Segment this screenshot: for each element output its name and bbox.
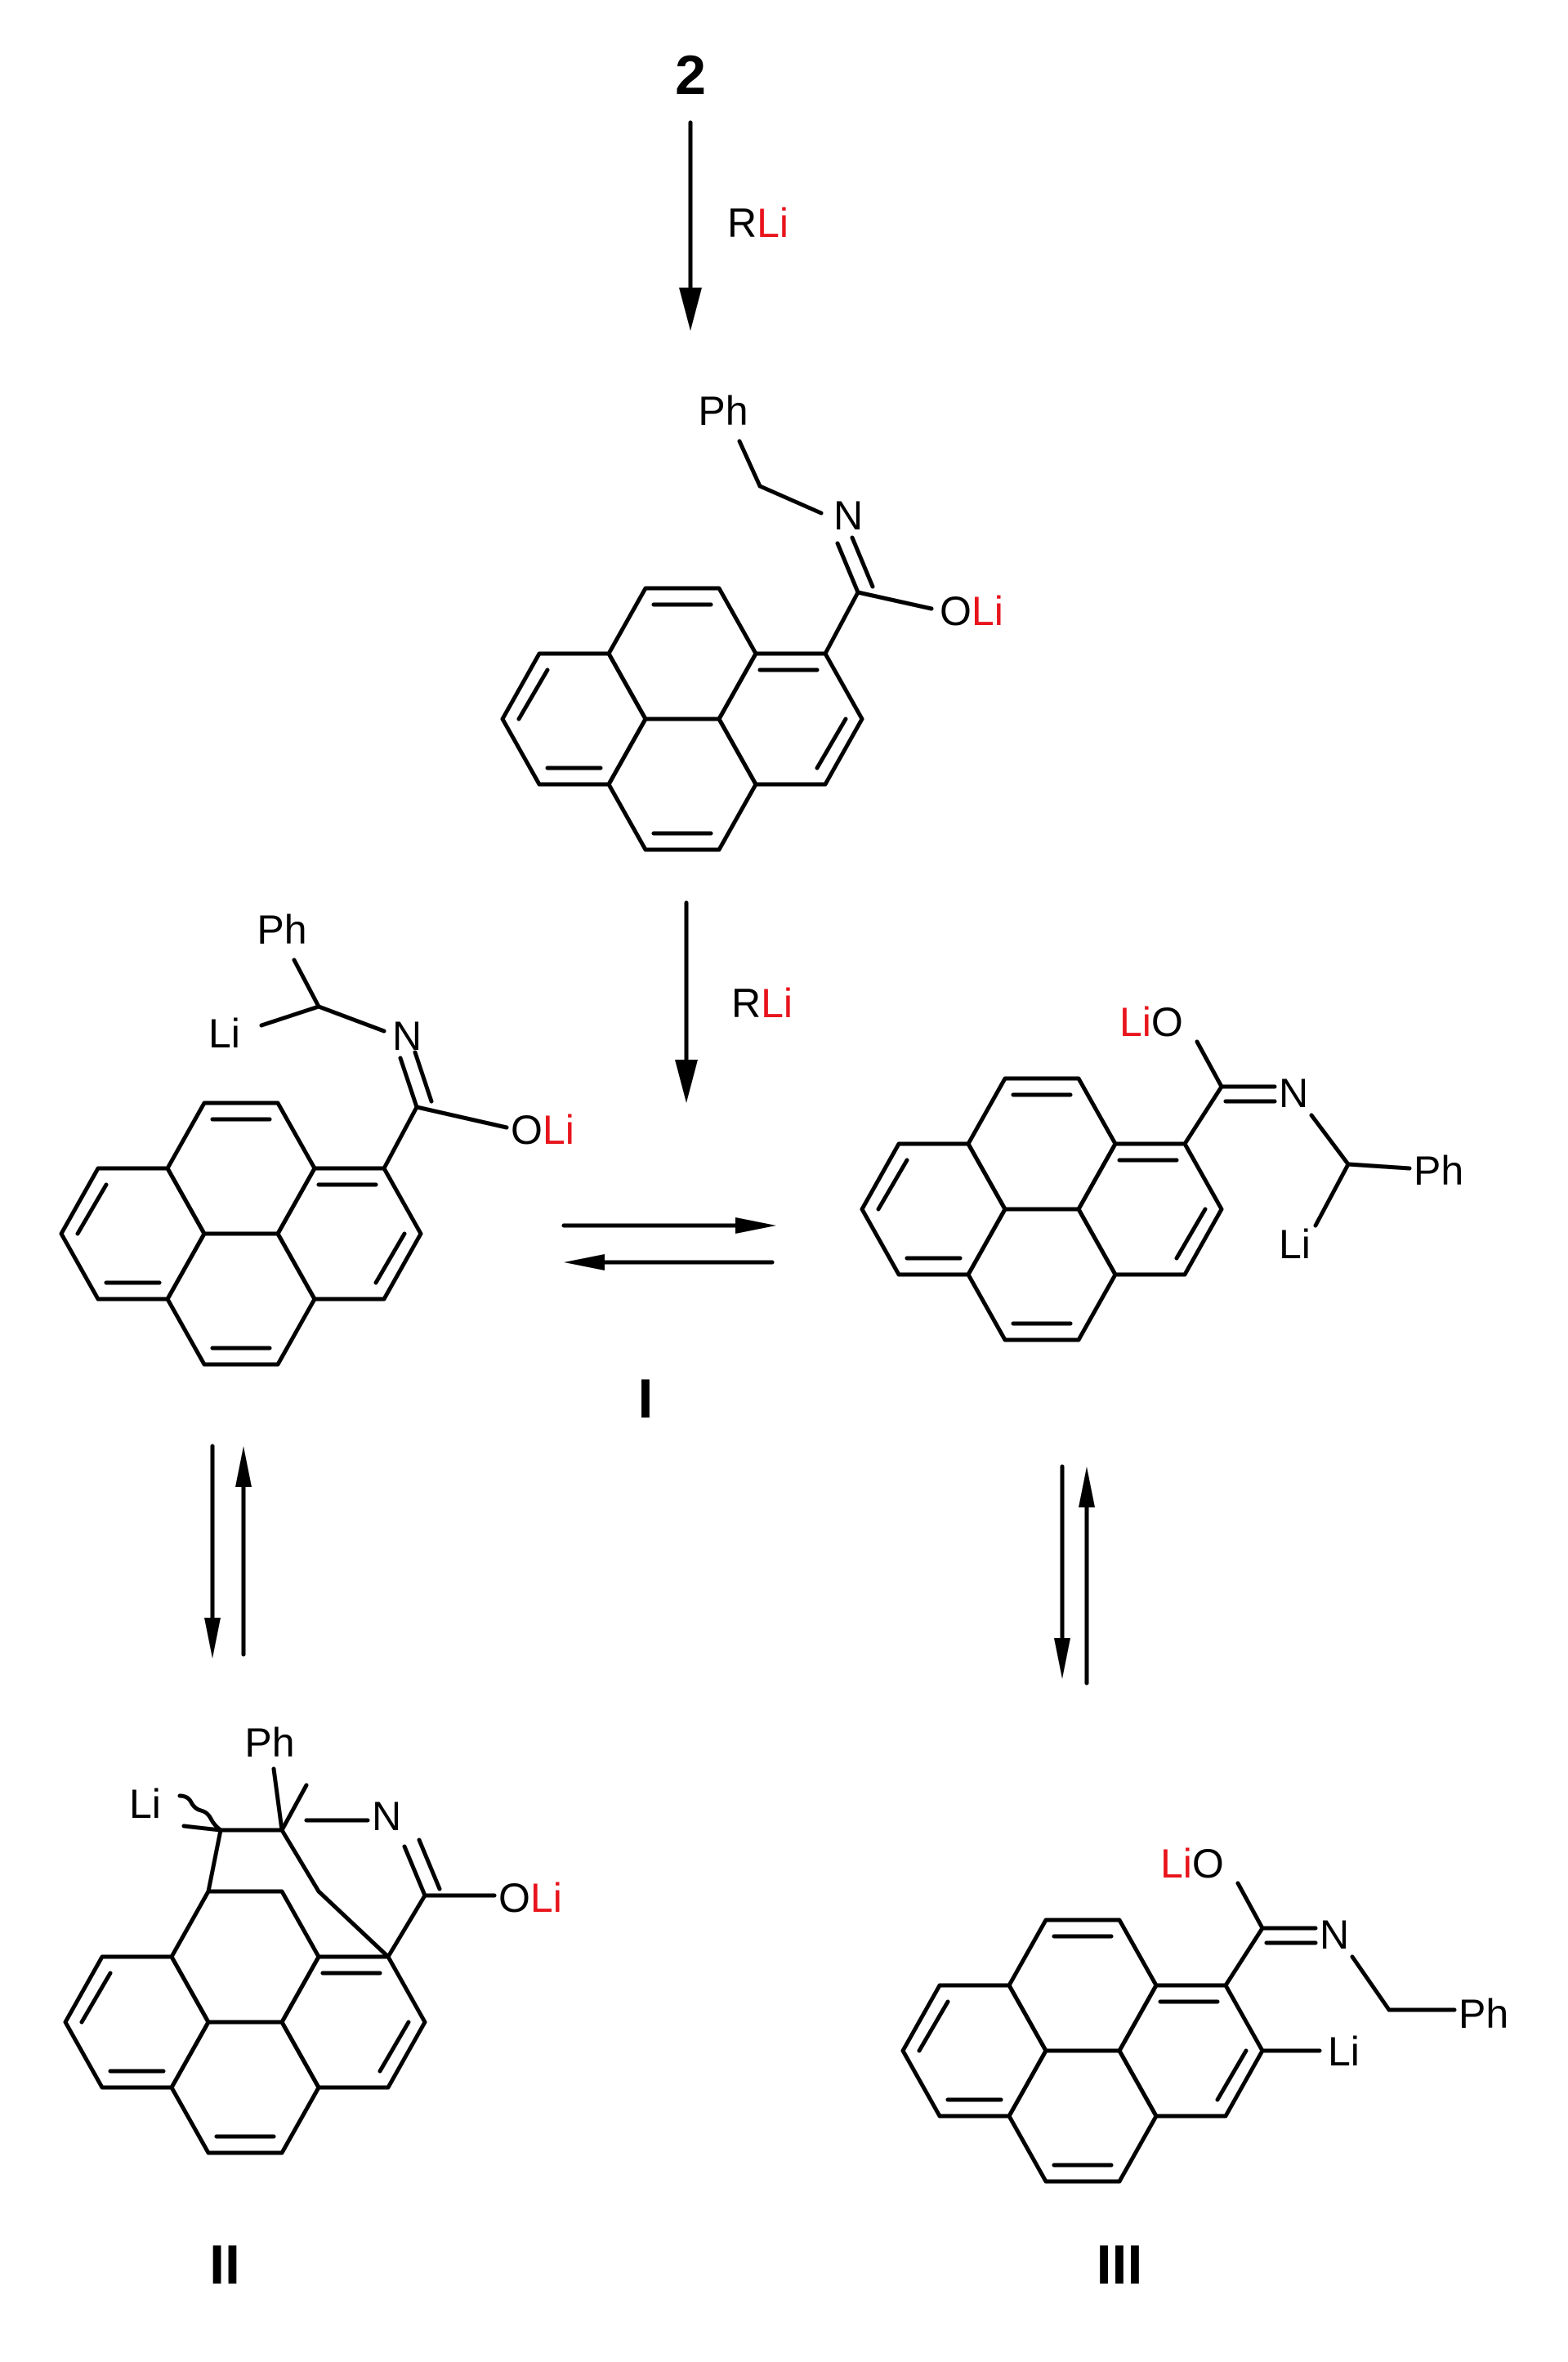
equilibrium-left-vertical <box>204 1444 252 1659</box>
ii-carbon-lithium: Li <box>129 1781 161 1827</box>
top-olithium: OLi <box>940 588 1003 634</box>
pyrene-core-right <box>860 1039 1412 1342</box>
pyrene-core-top <box>500 439 934 852</box>
right-phenyl: Ph <box>1414 1148 1463 1194</box>
arrow-down-1 <box>679 120 702 331</box>
label-i: I <box>638 1368 654 1430</box>
top-phenyl: Ph <box>698 388 748 434</box>
equilibrium-right-vertical <box>1054 1464 1095 1686</box>
ii-phenyl: Ph <box>244 1720 294 1766</box>
equilibrium-horizontal <box>561 1217 776 1270</box>
left-phenyl: Ph <box>257 907 306 953</box>
pyrene-core-ii <box>63 1766 497 2155</box>
right-nitrogen: N <box>1279 1070 1308 1116</box>
arrow-down-2 <box>675 900 698 1103</box>
iii-olithium: LiO <box>1160 1841 1224 1886</box>
left-carbon-lithium: Li <box>208 1011 240 1056</box>
ii-olithium: OLi <box>498 1875 562 1921</box>
right-carbon-lithium: Li <box>1279 1221 1311 1267</box>
iii-nitrogen: N <box>1320 1912 1349 1958</box>
left-nitrogen: N <box>392 1013 422 1059</box>
reagent-2: RLi <box>731 980 793 1026</box>
pyrene-core-left <box>59 958 509 1367</box>
ii-nitrogen: N <box>372 1793 401 1839</box>
right-olithium: LiO <box>1119 999 1183 1045</box>
top-nitrogen: N <box>833 493 863 538</box>
iii-phenyl: Ph <box>1459 1991 1508 2037</box>
start-compound-label: 2 <box>675 44 706 106</box>
pyrene-core-iii <box>900 1881 1457 2184</box>
label-ii: II <box>209 2234 240 2296</box>
label-iii: III <box>1097 2234 1143 2296</box>
reagent-1: RLi <box>727 200 788 246</box>
left-olithium: OLi <box>511 1107 574 1153</box>
iii-ring-lithium: Li <box>1328 2029 1360 2074</box>
